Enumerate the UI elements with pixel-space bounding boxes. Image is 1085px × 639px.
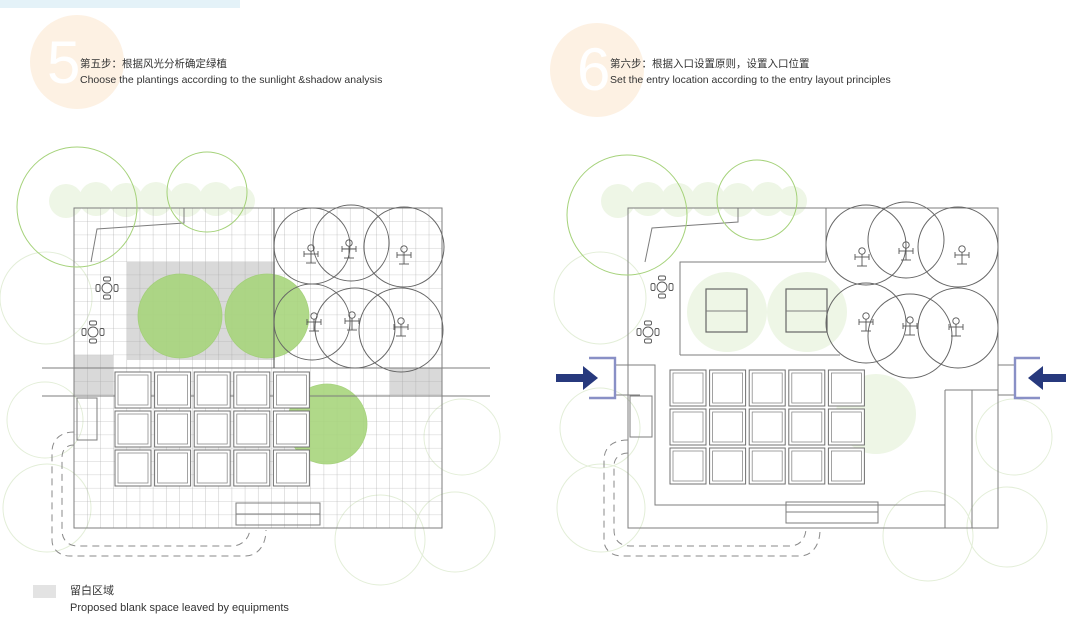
- planting-module: [827, 369, 865, 407]
- fitness-zone: [825, 282, 907, 364]
- entry-gate-left: [589, 356, 617, 400]
- step-6-title-cn: 第六步：根据入口设置原则，设置入口位置: [610, 58, 810, 70]
- pergolas: [705, 288, 828, 333]
- tree-canopy: [975, 398, 1053, 476]
- planting-module: [154, 371, 192, 409]
- fitness-equipment-icon: [954, 245, 970, 265]
- tree-canopy: [414, 491, 496, 573]
- tree-canopy: [559, 387, 641, 469]
- hedge-cloud: [601, 182, 807, 218]
- legend-label-cn: 留白区域: [70, 585, 114, 597]
- existing-tree-canopies: [16, 146, 248, 268]
- planting-module: [748, 369, 786, 407]
- plan-step-5: [0, 146, 501, 586]
- planting-module: [193, 449, 231, 487]
- entry-arrow-icon: [556, 366, 598, 390]
- planting-module-grid: [669, 369, 865, 485]
- step-6-badge: [550, 23, 644, 117]
- planting-module: [233, 410, 271, 448]
- entry-arrow-icon: [1028, 366, 1066, 390]
- header-tab: [0, 0, 240, 8]
- legend-label-en: Proposed blank space leaved by equipment…: [70, 602, 289, 614]
- tree-canopy: [6, 381, 84, 459]
- tree-canopy-outline: [566, 154, 688, 276]
- fitness-area: [825, 201, 999, 379]
- tree-canopy: [556, 463, 646, 553]
- walking-path: [603, 439, 821, 557]
- step-5-badge: [30, 15, 124, 109]
- planting-module: [233, 371, 271, 409]
- planting-module: [709, 408, 747, 446]
- fitness-zone: [273, 283, 351, 361]
- planting-module: [114, 371, 152, 409]
- tree-canopy: [882, 490, 974, 582]
- planting-module: [709, 369, 747, 407]
- fitness-zone: [358, 287, 444, 373]
- planting-module: [827, 447, 865, 485]
- fitness-zone: [363, 206, 445, 288]
- table-seating: [636, 275, 674, 344]
- tree-canopy: [553, 251, 647, 345]
- planting-module: [233, 449, 271, 487]
- planting-module: [788, 408, 826, 446]
- site-boundary: [627, 207, 999, 529]
- walking-path: [51, 431, 267, 557]
- planting-module: [748, 447, 786, 485]
- planting-module: [788, 369, 826, 407]
- planting-module: [788, 447, 826, 485]
- entry-gate-right: [1013, 356, 1040, 400]
- planting-module: [748, 408, 786, 446]
- fitness-zone: [312, 204, 390, 282]
- plan-step-6: [553, 154, 1066, 582]
- planting-module-grid: [114, 371, 310, 487]
- fitness-zone: [917, 287, 999, 369]
- fitness-zone: [867, 201, 945, 279]
- fitness-zone: [867, 293, 953, 379]
- planting-module: [272, 371, 310, 409]
- fitness-equipment-icon: [854, 247, 870, 267]
- planting-module: [272, 449, 310, 487]
- tree-canopy: [966, 486, 1048, 568]
- fitness-equipment-icon: [858, 312, 874, 332]
- step-5-title-en: Choose the plantings according to the su…: [80, 74, 383, 86]
- planting-circle: [767, 272, 847, 352]
- planting-module: [669, 447, 707, 485]
- planting-module: [154, 449, 192, 487]
- planting-module: [669, 408, 707, 446]
- planting-module: [709, 447, 747, 485]
- tree-canopy-outline: [16, 146, 138, 268]
- planting-circle: [687, 272, 767, 352]
- planting-circle: [224, 273, 310, 359]
- planting-module: [827, 408, 865, 446]
- planting-module: [669, 369, 707, 407]
- table-chairs-icon: [636, 320, 660, 344]
- step-5-number: 5: [47, 29, 81, 96]
- planting-module: [193, 410, 231, 448]
- planting-module: [154, 410, 192, 448]
- planting-module: [114, 449, 152, 487]
- step-5-title-cn: 第五步：根据风光分析确定绿植: [80, 58, 227, 70]
- tree-canopy-outline: [166, 151, 248, 233]
- tree-canopy-outline: [716, 159, 798, 241]
- planting-module: [114, 410, 152, 448]
- fitness-zone: [314, 287, 396, 369]
- planting-circle: [137, 273, 223, 359]
- site-lines: [615, 208, 1015, 528]
- fitness-zone: [917, 206, 999, 288]
- step-6-title-en: Set the entry location according to the …: [610, 74, 891, 86]
- table-chairs-icon: [650, 275, 674, 299]
- fitness-zone: [825, 204, 907, 286]
- existing-tree-canopies: [566, 154, 798, 276]
- planting-module: [272, 410, 310, 448]
- step-6-number: 6: [577, 36, 611, 103]
- fitness-equipment-icon: [948, 317, 964, 337]
- entries: [556, 356, 1066, 400]
- planting-module: [193, 371, 231, 409]
- legend-swatch-blank-space: [33, 585, 56, 598]
